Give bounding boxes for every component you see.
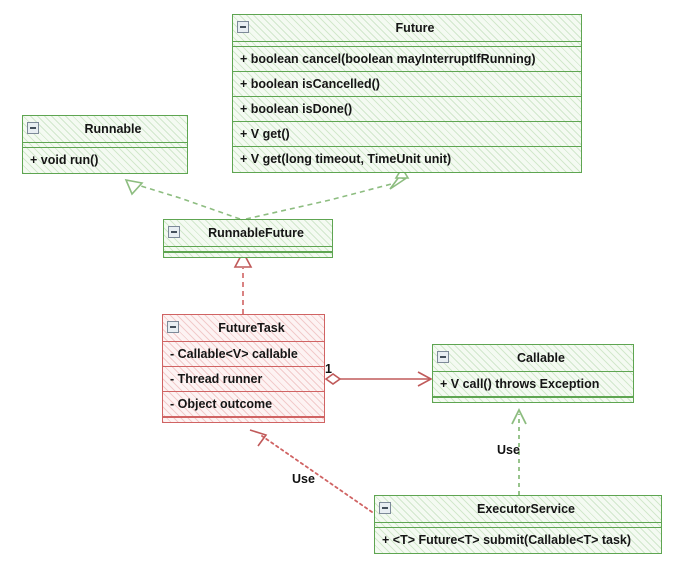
class-member: - Callable<V> callable bbox=[163, 342, 324, 367]
class-name-label: RunnableFuture bbox=[208, 226, 304, 240]
class-name-label: FutureTask bbox=[218, 321, 285, 335]
class-title-executorservice: ExecutorService bbox=[375, 496, 661, 523]
class-member: + V get(long timeout, TimeUnit unit) bbox=[240, 152, 452, 166]
compartment-separator bbox=[23, 143, 187, 148]
edge-runnablefuture-realizes-future bbox=[245, 166, 410, 220]
class-member: - Object outcome bbox=[163, 392, 324, 417]
class-name-label: ExecutorService bbox=[477, 502, 575, 516]
uml-class-runnable[interactable]: Runnable + void run() bbox=[22, 115, 188, 174]
empty-compartment bbox=[164, 252, 332, 257]
uml-class-runnablefuture[interactable]: RunnableFuture bbox=[163, 219, 333, 258]
class-title-runnable: Runnable bbox=[23, 116, 187, 143]
edge-label-use-callable: Use bbox=[497, 443, 520, 457]
minus-icon[interactable] bbox=[167, 321, 179, 333]
uml-class-future[interactable]: Future + boolean cancel(boolean mayInter… bbox=[232, 14, 582, 173]
class-member: + V call() throws Exception bbox=[433, 372, 633, 397]
compartment-separator bbox=[375, 523, 661, 528]
edge-futuretask-aggregates-callable bbox=[324, 371, 433, 387]
edge-runnablefuture-realizes-runnable bbox=[124, 178, 241, 220]
class-member: + boolean isDone() bbox=[233, 97, 581, 122]
class-name-label: Future bbox=[395, 21, 435, 35]
class-title-runnablefuture: RunnableFuture bbox=[164, 220, 332, 247]
minus-icon[interactable] bbox=[168, 226, 180, 238]
minus-icon[interactable] bbox=[237, 21, 249, 33]
edge-executorservice-uses-futuretask bbox=[249, 429, 373, 513]
empty-compartment bbox=[433, 397, 633, 402]
class-member: + V get() bbox=[233, 122, 581, 147]
edge-label-use-futuretask: Use bbox=[292, 472, 315, 486]
empty-compartment bbox=[163, 417, 324, 422]
class-name-label: Callable bbox=[517, 351, 565, 365]
uml-class-futuretask[interactable]: FutureTask - Callable<V> callable - Thre… bbox=[162, 314, 325, 423]
class-member: + boolean isCancelled() bbox=[233, 72, 581, 97]
edge-futuretask-realizes-runnablefuture bbox=[233, 250, 253, 314]
class-title-future: Future bbox=[233, 15, 581, 42]
class-member: + <T> Future<T> submit(Callable<T> task) bbox=[382, 533, 632, 547]
class-title-futuretask: FutureTask bbox=[163, 315, 324, 342]
multiplicity-label-one: 1 bbox=[325, 362, 332, 376]
class-member: - Thread runner bbox=[163, 367, 324, 392]
uml-class-executorservice[interactable]: ExecutorService + <T> Future<T> submit(C… bbox=[374, 495, 662, 554]
uml-class-callable[interactable]: Callable + V call() throws Exception bbox=[432, 344, 634, 403]
class-name-label: Runnable bbox=[84, 122, 142, 136]
class-member: + void run() bbox=[30, 153, 99, 167]
compartment-separator bbox=[233, 42, 581, 47]
minus-icon[interactable] bbox=[437, 351, 449, 363]
class-member: + boolean cancel(boolean mayInterruptIfR… bbox=[233, 47, 581, 72]
class-title-callable: Callable bbox=[433, 345, 633, 372]
minus-icon[interactable] bbox=[379, 502, 391, 514]
minus-icon[interactable] bbox=[27, 122, 39, 134]
